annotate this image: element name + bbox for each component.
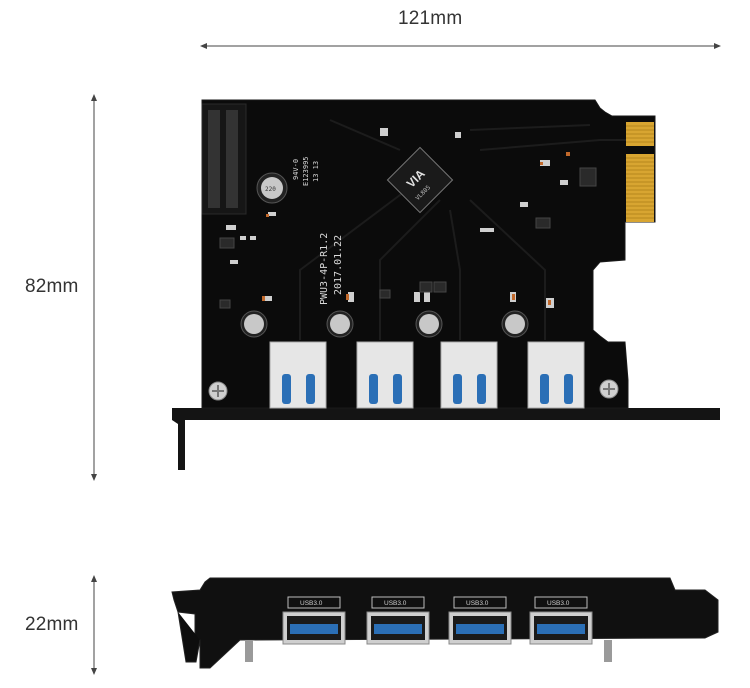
power-connector — [201, 103, 247, 215]
pcb-board: 220 VIA VL805 PWU3-4P-R1.2 2017.01.22 94… — [172, 99, 720, 470]
controller-chip: VIA VL805 — [386, 146, 454, 214]
capacitor: 220 — [256, 172, 288, 204]
usb-port-label: USB3.0 — [466, 600, 489, 607]
cert-text-2: E123995 — [302, 156, 310, 186]
usb-port-label: USB3.0 — [547, 600, 570, 607]
mounting-screw — [208, 381, 228, 401]
usb-port-top — [269, 341, 327, 409]
pci-bracket: USB3.0 USB3.0 USB3.0 USB3.0 — [171, 577, 719, 669]
usb-port-top — [527, 341, 585, 409]
usb-port-front[interactable] — [366, 611, 430, 645]
usb-port-label: USB3.0 — [300, 600, 323, 607]
mounting-screw — [599, 379, 619, 399]
svg-text:220: 220 — [265, 186, 276, 193]
capacitor — [415, 310, 443, 338]
usb-port-front[interactable] — [448, 611, 512, 645]
pcie-gold-contacts — [626, 122, 654, 222]
height-dimension-label: 82mm — [25, 276, 79, 297]
usb-port-label: USB3.0 — [384, 600, 407, 607]
capacitor — [326, 310, 354, 338]
width-dimension-label: 121mm — [398, 8, 463, 29]
usb-port-front[interactable] — [529, 611, 593, 645]
bracket-flange — [172, 408, 720, 470]
capacitor — [501, 310, 529, 338]
usb-port-front[interactable] — [282, 611, 346, 645]
board-model-text: PWU3-4P-R1.2 — [319, 233, 330, 305]
bracket-height-dimension-label: 22mm — [25, 614, 79, 635]
usb-port-top — [356, 341, 414, 409]
cert-text-3: 13 13 — [312, 161, 320, 182]
capacitor — [240, 310, 268, 338]
cert-text-1: 94V-0 — [292, 159, 300, 180]
board-date-text: 2017.01.22 — [333, 235, 344, 295]
usb-port-top — [440, 341, 498, 409]
